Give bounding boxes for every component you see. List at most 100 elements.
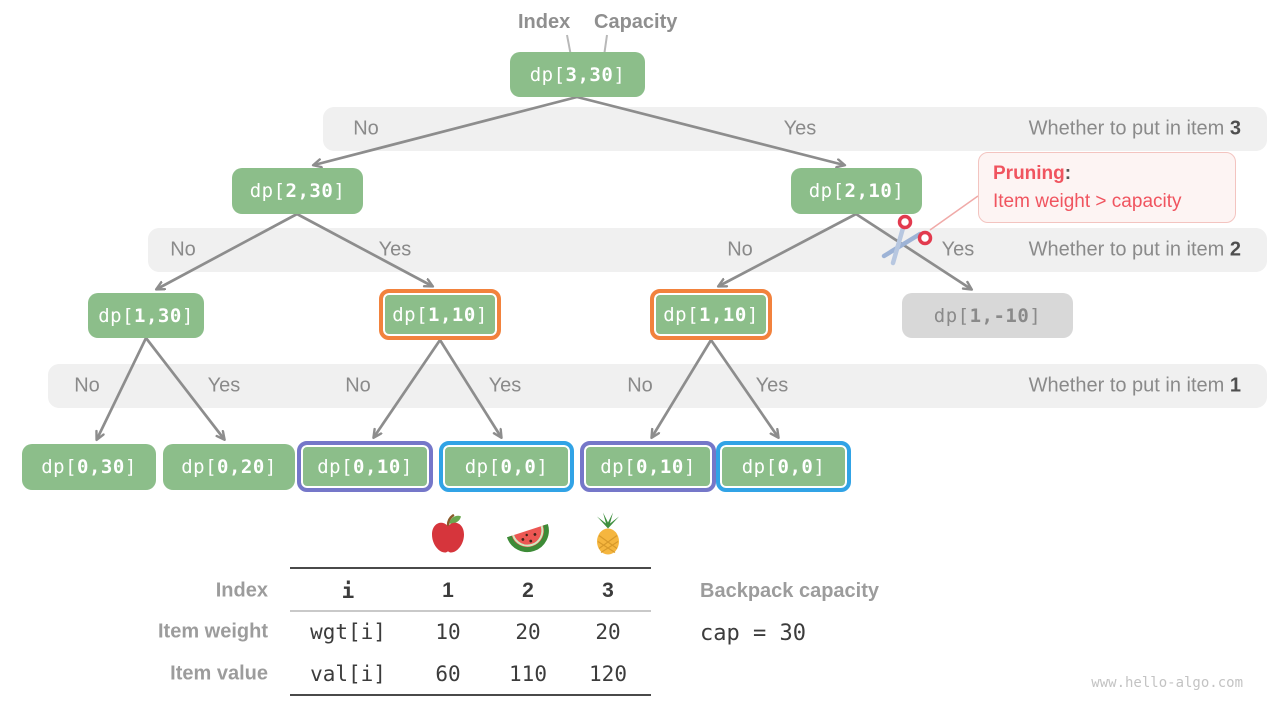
node-label-values: 1,-10	[969, 304, 1030, 327]
index-label: Index	[518, 11, 571, 33]
node-label-suffix: ]	[813, 455, 826, 478]
node-label: dp[1,10]	[392, 304, 488, 326]
node-label-suffix: ]	[124, 456, 137, 478]
node-dp-1-10: dp[1,10]	[379, 289, 501, 340]
node-label-prefix: dp[	[98, 304, 135, 327]
node-label-values: 1,10	[428, 303, 476, 326]
node-label-prefix: dp[	[529, 63, 566, 86]
table-cell: val[i]	[310, 662, 386, 686]
table-rule	[290, 567, 651, 569]
node-label-values: 0,10	[636, 455, 684, 478]
band-caption-item-3: Whether to put in item 3	[1028, 117, 1241, 140]
band-label-no: No	[353, 117, 379, 140]
node-label-prefix: dp[	[41, 456, 78, 478]
table-rule	[290, 694, 651, 696]
node-label-values: 3,30	[565, 63, 614, 86]
node-dp-0-0: dp[0,0]	[439, 441, 574, 492]
table-row-label: Item value	[170, 662, 268, 685]
table-cell: 20	[515, 620, 541, 644]
node-label-values: 2,10	[844, 180, 893, 202]
band-caption-item-1: Whether to put in item 1	[1028, 374, 1241, 397]
node-label-values: 2,30	[285, 180, 334, 202]
table-cell: 10	[435, 620, 461, 644]
decision-band-item-2: No Yes No Yes Whether to put in item 2	[148, 228, 1267, 272]
node-label-suffix: ]	[746, 303, 759, 326]
node-label: dp[0,20]	[181, 456, 277, 478]
node-dp-0-10: dp[0,10]	[580, 441, 716, 492]
node-dp-1-10: dp[1,10]	[650, 289, 772, 340]
node-label-prefix: dp[	[663, 303, 700, 326]
node-label-prefix: dp[	[181, 456, 218, 478]
band-label-yes: Yes	[488, 374, 522, 397]
band-label-no: No	[170, 238, 196, 261]
apple-icon	[427, 513, 469, 562]
band-label-no: No	[627, 374, 653, 397]
node-label-suffix: ]	[475, 303, 488, 326]
node-label-values: 0,30	[77, 456, 125, 478]
table-header-cell: 3	[602, 579, 614, 602]
node-label-prefix: dp[	[808, 180, 845, 202]
band-label-yes: Yes	[378, 238, 412, 261]
node-label-prefix: dp[	[464, 455, 501, 478]
node-dp-0-20: dp[0,20]	[163, 444, 295, 490]
band-label-yes: Yes	[783, 117, 817, 140]
table-cell: 60	[435, 662, 461, 686]
node-dp-1--10: dp[1,-10]	[902, 293, 1073, 338]
band-label-yes: Yes	[941, 238, 975, 261]
table-cell: 20	[595, 620, 621, 644]
node-label: dp[2,30]	[250, 180, 346, 202]
node-label-suffix: ]	[1029, 304, 1042, 327]
capacity-label: Capacity	[594, 11, 678, 33]
node-dp-1-30: dp[1,30]	[88, 293, 204, 338]
node-label-values: 0,10	[353, 455, 401, 478]
pruning-colon: :	[1064, 163, 1072, 184]
node-label-prefix: dp[	[741, 455, 778, 478]
node-label: dp[0,0]	[465, 456, 549, 478]
backpack-capacity-value: cap = 30	[700, 621, 806, 646]
table-header-cell: 2	[522, 579, 534, 602]
band-caption-item-2: Whether to put in item 2	[1028, 238, 1241, 261]
node-label-prefix: dp[	[392, 303, 429, 326]
band-caption-item-number: 1	[1229, 374, 1241, 397]
table-header-cell: 1	[442, 579, 454, 602]
table-row-label: Index	[215, 579, 268, 602]
node-dp-0-30: dp[0,30]	[22, 444, 156, 490]
node-label-suffix: ]	[264, 456, 277, 478]
band-caption-item-number: 3	[1229, 117, 1241, 140]
node-label: dp[3,30]	[530, 64, 626, 86]
table-header-cell: i	[341, 579, 355, 603]
table-cell: 120	[589, 662, 627, 686]
node-label-prefix: dp[	[600, 455, 637, 478]
pruning-title: Pruning	[993, 163, 1065, 184]
table-cell: 110	[509, 662, 547, 686]
node-label-suffix: ]	[613, 63, 626, 86]
node-label-values: 0,0	[500, 455, 537, 478]
table-rule	[290, 610, 651, 612]
node-dp-2-10: dp[2,10]	[791, 168, 922, 214]
node-label-suffix: ]	[333, 180, 346, 202]
pruning-text: Item weight > capacity	[993, 191, 1182, 212]
band-label-yes: Yes	[207, 374, 241, 397]
node-label-values: 1,10	[699, 303, 747, 326]
band-label-no: No	[345, 374, 371, 397]
watermark: www.hello-algo.com	[1091, 675, 1243, 691]
node-dp-2-30: dp[2,30]	[232, 168, 363, 214]
band-label-no: No	[727, 238, 753, 261]
node-label: dp[1,10]	[663, 304, 759, 326]
pruning-title-line: Pruning:	[993, 160, 1221, 188]
node-label-suffix: ]	[536, 455, 549, 478]
node-label-suffix: ]	[181, 304, 194, 327]
pineapple-icon	[588, 512, 628, 563]
node-label: dp[2,10]	[809, 180, 905, 202]
decision-band-item-3: No Yes Whether to put in item 3	[323, 107, 1267, 151]
node-label-prefix: dp[	[249, 180, 286, 202]
node-label-suffix: ]	[683, 455, 696, 478]
node-label: dp[1,-10]	[934, 305, 1041, 327]
band-caption-item-number: 2	[1229, 238, 1241, 261]
node-label-suffix: ]	[400, 455, 413, 478]
node-dp-3-30: dp[3,30]	[510, 52, 645, 97]
node-label: dp[0,30]	[41, 456, 137, 478]
node-label-values: 1,30	[134, 304, 182, 327]
node-label-suffix: ]	[892, 180, 905, 202]
